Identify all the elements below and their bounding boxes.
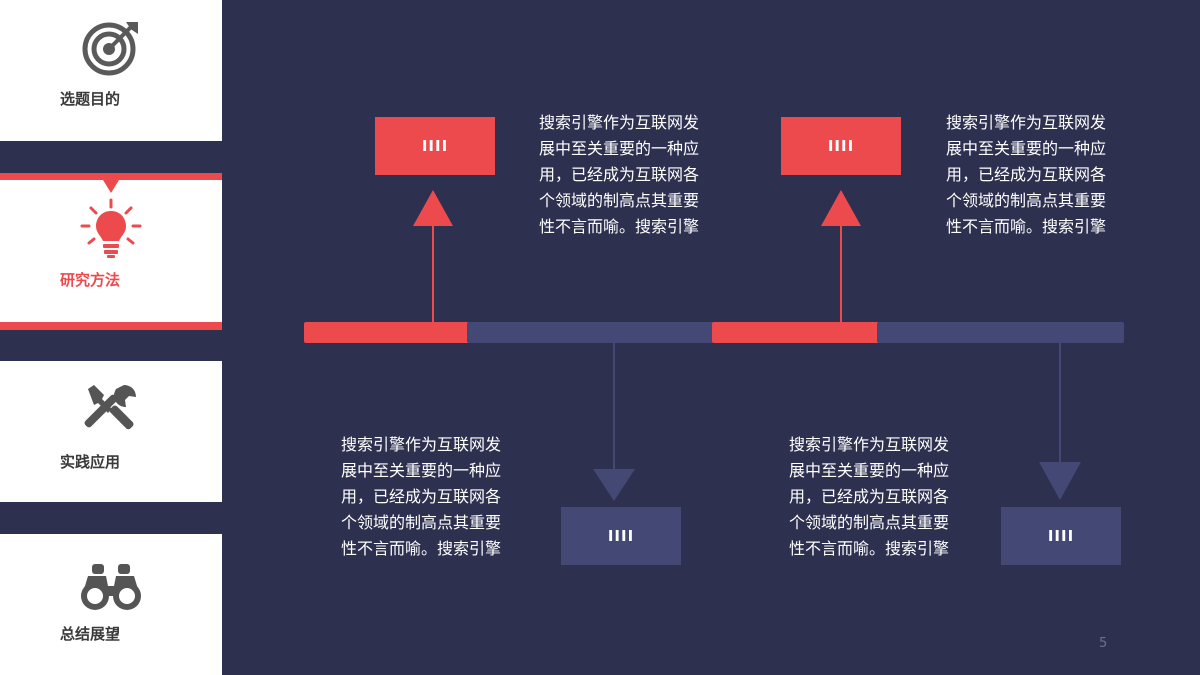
page-number: 5 [1099,636,1108,651]
connector-3 [840,224,842,322]
arrow-down-icon [1039,462,1081,500]
connector-2 [613,343,615,471]
nav-label-purpose: 选题目的 [60,90,121,108]
active-indicator-bottom [0,322,222,330]
connector-1 [432,224,434,322]
arrow-up-icon [821,190,861,226]
nav-label-practice: 实践应用 [60,453,121,471]
timeline-label-1: IIII [375,117,495,175]
nav-item-purpose[interactable]: 选题目的 [0,0,222,141]
timeline-label-4: IIII [1001,507,1121,565]
timeline-label-2: IIII [561,507,681,565]
timeline-text-1: 搜索引擎作为互联网发展中至关重要的一种应用，已经成为互联网各个领域的制高点其重要… [539,113,700,236]
nav-item-method[interactable]: 研究方法 [0,180,222,322]
nav-item-summary[interactable]: 总结展望 [0,534,222,675]
nav-item-practice[interactable]: 实践应用 [0,361,222,502]
sidebar: 选题目的 研究方法 [0,0,222,675]
target-icon [82,22,138,76]
active-indicator-top [0,173,222,180]
timeline-segment-3 [712,322,882,343]
lightbulb-icon [80,198,142,258]
timeline-label-3: IIII [781,117,901,175]
timeline-segment-4 [877,322,1124,343]
connector-4 [1059,343,1061,465]
timeline-segment-2 [467,322,714,343]
timeline-text-3: 搜索引擎作为互联网发展中至关重要的一种应用，已经成为互联网各个领域的制高点其重要… [946,113,1107,236]
nav-label-method: 研究方法 [60,271,121,289]
timeline-segment-1 [304,322,472,343]
tools-icon [84,385,136,430]
arrow-up-icon [413,190,453,226]
active-pointer-icon [103,180,119,193]
timeline-text-2: 搜索引擎作为互联网发展中至关重要的一种应用，已经成为互联网各个领域的制高点其重要… [341,435,502,558]
timeline-text-4: 搜索引擎作为互联网发展中至关重要的一种应用，已经成为互联网各个领域的制高点其重要… [789,435,950,558]
nav-label-summary: 总结展望 [60,625,121,643]
binoculars-icon [81,564,141,610]
arrow-down-icon [593,469,635,501]
